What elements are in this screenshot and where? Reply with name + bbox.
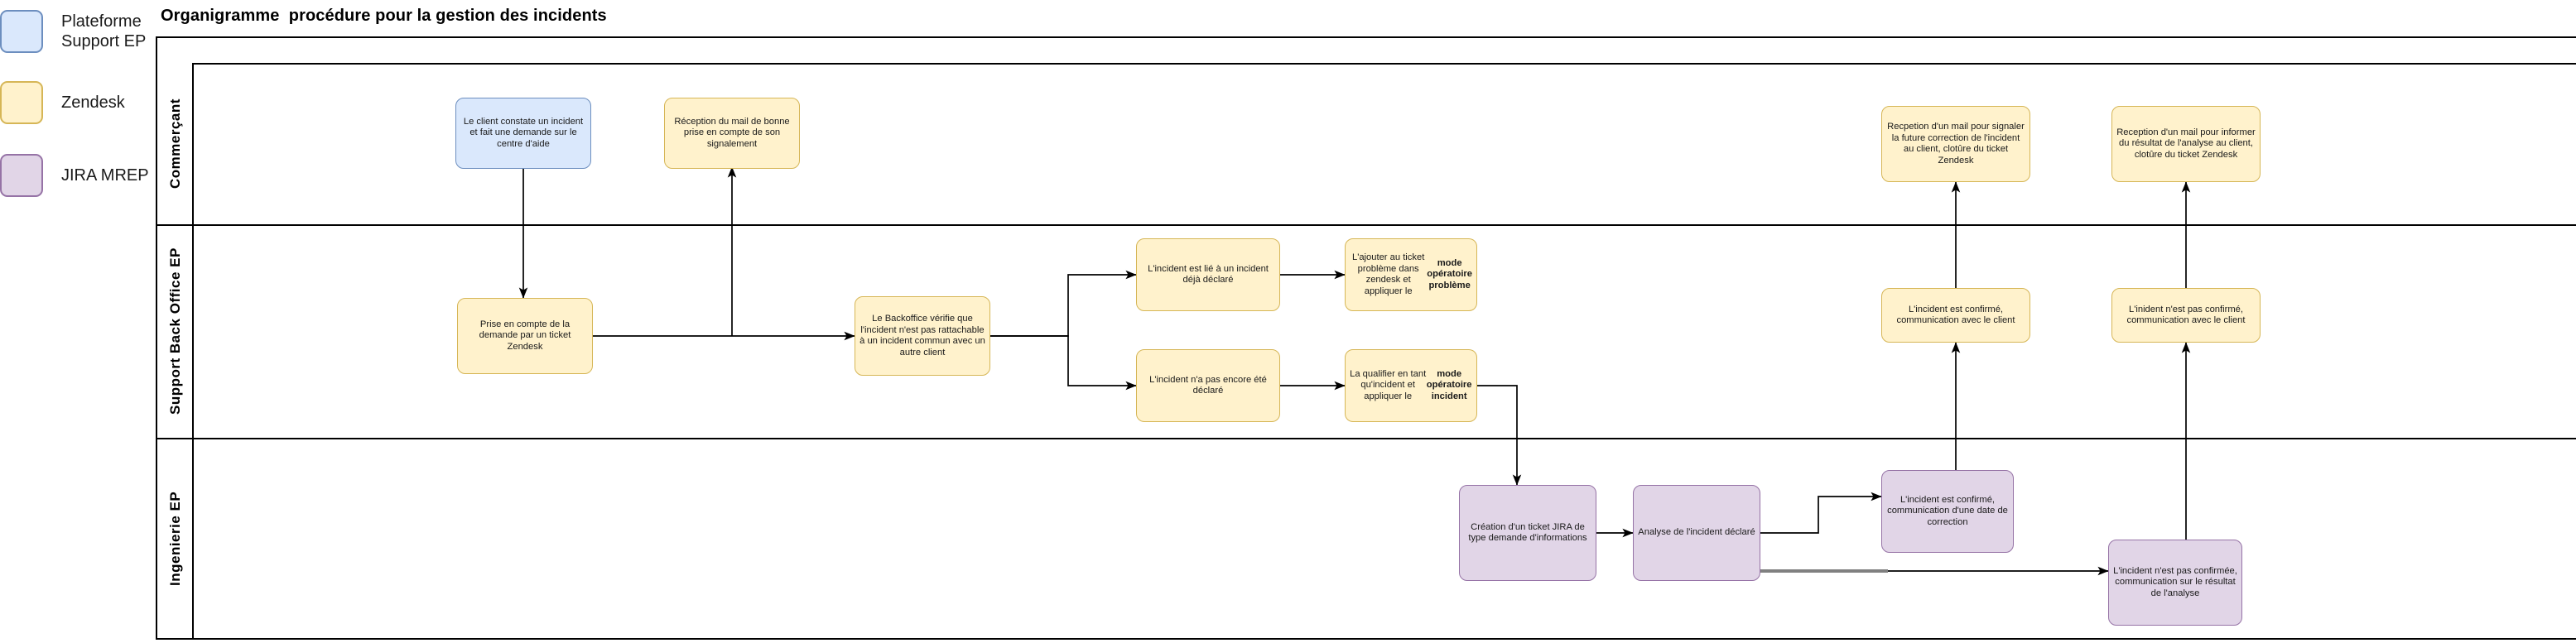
frame-bottom-border [156,638,2576,640]
lane-label-divider-commercant [192,63,194,224]
legend-item-jira: JIRA MREP [0,154,149,197]
lane-label-ingenierie: Ingenierie EP [167,491,183,587]
node-creation-jira[interactable]: Création d'un ticket JIRA de type demand… [1459,485,1596,581]
legend-swatch-blue [0,10,43,53]
node-reception-mail-bonne[interactable]: Réception du mail de bonne prise en comp… [664,98,800,169]
node-pas-encore-declare[interactable]: L'incident n'a pas encore été déclaré [1136,349,1280,422]
lane-header-divider [192,63,2576,65]
node-ajouter-ticket-text: L'ajouter au ticket problème dans zendes… [1351,252,1425,296]
node-analyse-incident[interactable]: Analyse de l'incident déclaré [1633,485,1760,581]
frame-left-border [156,36,157,640]
node-ajouter-ticket[interactable]: L'ajouter au ticket problème dans zendes… [1345,238,1477,311]
legend-label-jira: JIRA MREP [61,166,149,185]
legend-item-plateforme: Plateforme Support EP [0,10,146,53]
node-confirme-comm[interactable]: L'incident est confirmé, communication a… [1881,288,2030,343]
node-incident-lie[interactable]: L'incident est lié à un incident déjà dé… [1136,238,1280,311]
lane-label-support: Support Back Office EP [167,247,183,415]
legend-label-zendesk: Zendesk [61,94,125,112]
edge-analyse-to-confirme [1760,492,1882,534]
legend-item-zendesk: Zendesk [0,81,125,124]
lane-divider-1 [156,224,2576,226]
frame-top-border [156,36,2576,38]
node-prise-en-compte[interactable]: Prise en compte de la demande par un tic… [457,298,593,374]
node-confirme-date[interactable]: L'incident est confirmé, communication d… [1881,470,2014,553]
node-ajouter-ticket-bold: mode opératoire problème [1427,257,1473,290]
legend: Plateforme Support EP Zendesk JIRA MREP [0,0,156,643]
legend-label-plateforme: Plateforme Support EP [61,12,147,50]
legend-swatch-purple [0,154,43,197]
node-qualifier-incident-bold: mode opératoire incident [1426,368,1472,401]
node-reception-resultat[interactable]: Reception d'un mail pour informer du rés… [2111,106,2261,182]
lane-label-commercant: Commerçant [167,98,183,189]
node-non-confirme-comm[interactable]: L'inident n'est pas confirmé, communicat… [2111,288,2261,343]
diagram-title: Organigramme procédure pour la gestion d… [161,7,607,25]
lane-divider-2 [156,438,2576,439]
node-backoffice-verifie[interactable]: Le Backoffice vérifie que l'incident n'e… [855,296,990,376]
node-non-confirme-analyse[interactable]: L'incident n'est pas confirmée, communic… [2108,540,2242,626]
edge-qualifier-to-jira [1477,385,1522,486]
lane-label-divider-ingenierie [192,438,194,640]
node-client-constate[interactable]: Le client constate un incident et fait u… [455,98,591,169]
legend-swatch-yellow [0,81,43,124]
node-qualifier-incident[interactable]: La qualifier en tant qu'incident et appl… [1345,349,1477,422]
node-recepetion-future[interactable]: Recpetion d'un mail pour signaler la fut… [1881,106,2030,182]
node-qualifier-incident-text: La qualifier en tant qu'incident et appl… [1350,368,1427,401]
lane-label-divider-support [192,224,194,438]
